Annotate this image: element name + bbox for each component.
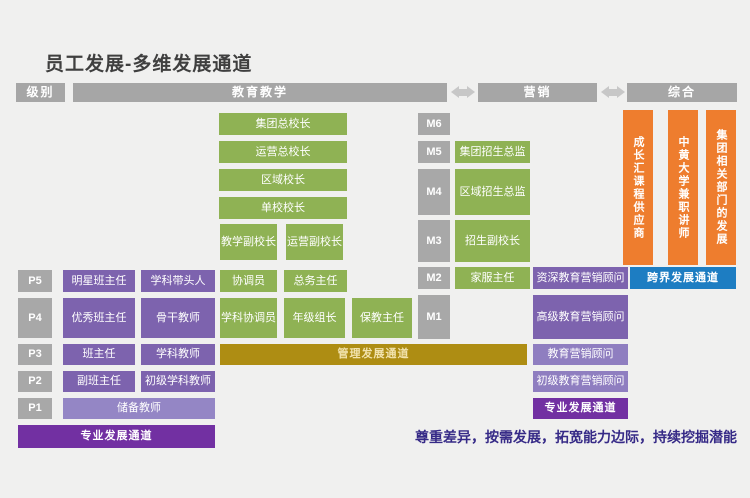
role-star-head-teacher: 明星班主任 [63,270,135,292]
level-badge-p5: P5 [18,270,52,292]
double-arrow-icon [451,86,475,98]
role-group-principal: 集团总校长 [219,113,347,135]
level-badge-p1: P1 [18,398,52,419]
role-junior-subject-teacher: 初级学科教师 [141,371,215,392]
role-teaching-vice-principal: 教学副校长 [220,224,277,260]
role-head-teacher: 班主任 [63,344,135,365]
double-arrow-icon [601,86,625,98]
role-coordinator: 协调员 [220,270,277,292]
role-excellent-head-teacher: 优秀班主任 [63,298,135,338]
level-badge-m6: M6 [418,113,450,135]
header-marketing: 营销 [478,83,597,102]
header-level: 级别 [16,83,65,102]
header-comprehensive: 综合 [627,83,737,102]
role-subject-teacher: 学科教师 [141,344,215,365]
level-badge-p2: P2 [18,371,52,392]
role-backbone-teacher: 骨干教师 [141,298,215,338]
role-family-service-director: 家服主任 [455,267,530,289]
role-growth-hub-course-supplier: 成长汇课程供应商 [623,110,653,265]
vertical-label: 集团相关部门的发展 [715,129,728,246]
level-badge-m5: M5 [418,141,450,163]
level-badge-m1: M1 [418,295,450,339]
role-senior-marketing-consultant: 资深教育营销顾问 [533,267,628,289]
banner-management-channel: 管理发展通道 [220,344,527,365]
level-badge-p4: P4 [18,298,52,338]
role-junior-marketing-consultant: 初级教育营销顾问 [533,371,628,392]
role-group-departments-development: 集团相关部门的发展 [706,110,736,265]
slogan-text: 尊重差异，按需发展，拓宽能力边际，持续挖掘潜能 [415,429,737,445]
role-marketing-consultant: 教育营销顾问 [533,344,628,365]
page-title: 员工发展-多维发展通道 [45,54,253,75]
banner-professional-channel-left: 专业发展通道 [18,425,215,448]
role-operations-principal: 运营总校长 [219,141,347,163]
role-care-education-director: 保教主任 [352,298,412,338]
role-group-admissions-director: 集团招生总监 [455,141,530,163]
header-education: 教育教学 [73,83,447,102]
role-university-part-time-lecturer: 中黄大学兼职讲师 [668,110,698,265]
role-subject-coordinator: 学科协调员 [220,298,277,338]
level-badge-m2: M2 [418,267,450,289]
role-reserve-teacher: 储备教师 [63,398,215,419]
role-operations-vice-principal: 运营副校长 [286,224,343,260]
role-advanced-marketing-consultant: 高级教育营销顾问 [533,295,628,339]
role-deputy-head-teacher: 副班主任 [63,371,135,392]
role-general-affairs-director: 总务主任 [284,270,347,292]
level-badge-m3: M3 [418,220,450,262]
vertical-label: 成长汇课程供应商 [632,135,645,240]
role-grade-leader: 年级组长 [284,298,345,338]
role-regional-principal: 区域校长 [219,169,347,191]
role-subject-leader: 学科带头人 [141,270,215,292]
banner-crossover-channel: 跨界发展通道 [630,267,736,289]
vertical-label: 中黄大学兼职讲师 [677,135,690,240]
role-admissions-vice-principal: 招生副校长 [455,220,530,262]
role-school-principal: 单校校长 [219,197,347,219]
level-badge-m4: M4 [418,169,450,215]
level-badge-p3: P3 [18,344,52,365]
role-regional-admissions-director: 区域招生总监 [455,169,530,215]
banner-professional-channel-right: 专业发展通道 [533,398,628,419]
